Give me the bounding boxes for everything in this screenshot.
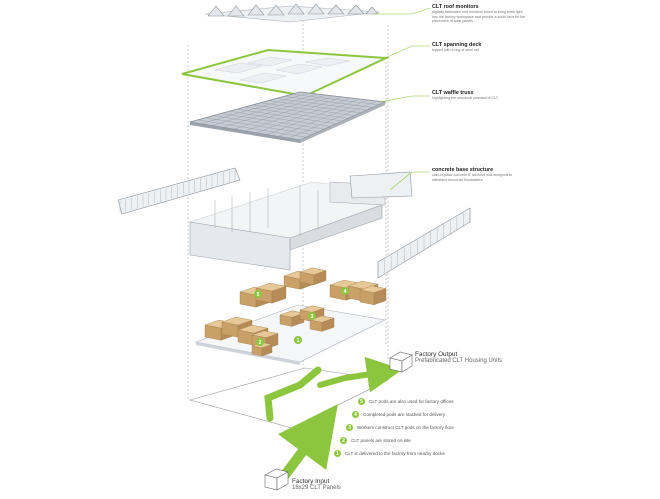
factory-output: Factory Output Prefabricated CLT Housing… xyxy=(415,351,502,364)
roof-monitors-layer xyxy=(205,4,380,22)
flow-arrows xyxy=(268,370,385,475)
step-text: CLT panels are stored on site xyxy=(351,438,411,443)
floor-marker-label: 2 xyxy=(259,340,262,346)
layer-waffle-truss: CLT waffle truss highlighting the struct… xyxy=(432,90,527,101)
step-3: 3 Workers construct CLT pods on the fact… xyxy=(346,424,454,431)
input-title: Factory Input xyxy=(292,478,341,485)
step-2: 2 CLT panels are stored on site xyxy=(340,437,411,444)
clt-pod xyxy=(300,268,326,285)
step-number: 5 xyxy=(358,398,365,405)
output-subtitle: Prefabricated CLT Housing Units xyxy=(415,358,502,364)
step-number: 2 xyxy=(340,437,347,444)
step-number: 4 xyxy=(352,411,359,418)
step-text: CLT pods are also used for factory offic… xyxy=(369,399,454,404)
step-1: 1 CLT is delivered to the factory from n… xyxy=(334,450,445,457)
step-4: 4 Completed pods are stacked for deliver… xyxy=(352,411,445,418)
floor-marker: 1 xyxy=(294,336,302,344)
step-number: 3 xyxy=(346,424,353,431)
layer-concrete-base: concrete base structure cast-in-place co… xyxy=(432,167,527,182)
leader-lines xyxy=(372,8,430,190)
output-box-icon xyxy=(390,352,412,372)
floor-marker-label: 3 xyxy=(311,314,314,320)
step-text: Workers construct CLT pods on the factor… xyxy=(357,425,454,430)
factory-floor-layer: 5 4 3 2 1 xyxy=(196,268,386,365)
factory-input: Factory Input 18x29 CLT Panels xyxy=(292,478,341,491)
floor-marker: 4 xyxy=(341,287,349,295)
floor-marker: 3 xyxy=(308,312,316,320)
output-title: Factory Output xyxy=(415,351,502,358)
floor-marker-label: 1 xyxy=(297,338,300,344)
floor-marker-label: 5 xyxy=(257,292,260,298)
floor-marker: 2 xyxy=(256,338,264,346)
layer-spanning-deck: CLT spanning deck topped with a ring of … xyxy=(432,42,527,53)
concrete-base-layer xyxy=(118,168,470,278)
layer-desc: topped with a ring of steel rail xyxy=(432,48,527,53)
floor-marker: 5 xyxy=(254,290,262,298)
step-number: 1 xyxy=(334,450,341,457)
layer-roof-monitors: CLT roof monitors digitally fabricated r… xyxy=(432,4,527,24)
input-subtitle: 18x29 CLT Panels xyxy=(292,485,341,491)
clt-pod xyxy=(360,286,386,305)
floor-marker-label: 4 xyxy=(344,289,347,295)
layer-desc: cast-in-place concrete 8' tall flood wal… xyxy=(432,173,527,182)
layer-desc: digitally fabricated roof monitors tuned… xyxy=(432,10,527,24)
layer-desc: highlighting the structural potential of… xyxy=(432,96,527,101)
step-5: 5 CLT pods are also used for factory off… xyxy=(358,398,454,405)
step-text: CLT is delivered to the factory from nea… xyxy=(345,451,445,456)
waffle-truss-layer xyxy=(190,92,385,143)
input-box-icon xyxy=(265,469,288,490)
step-text: Completed pods are stacked for delivery xyxy=(363,412,445,417)
spanning-deck-layer xyxy=(182,50,386,96)
